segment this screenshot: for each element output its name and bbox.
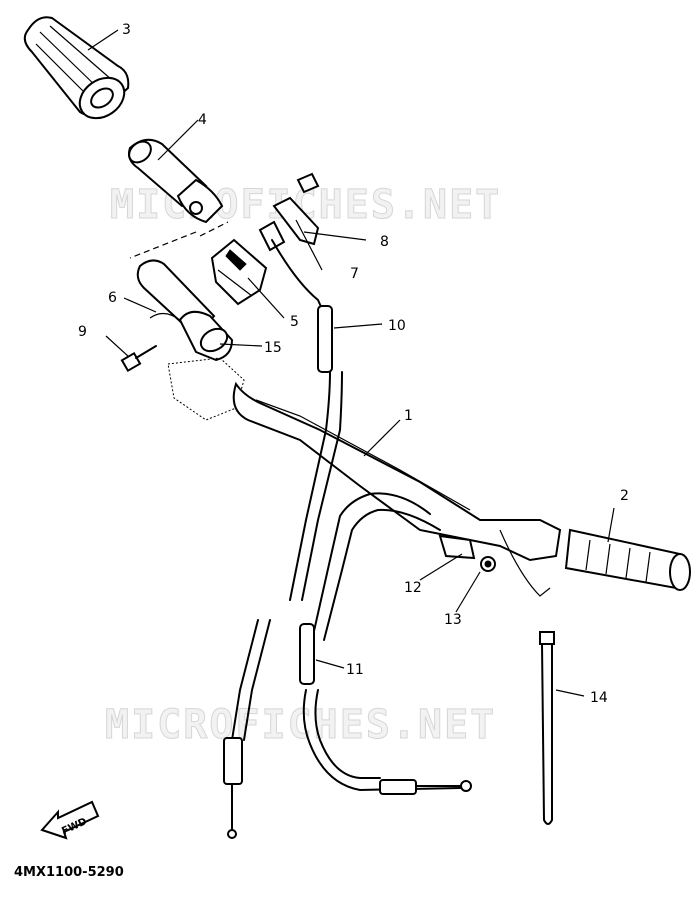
part-clutch-cable	[299, 492, 472, 795]
part-grip-left	[23, 16, 130, 120]
callout-9: 9	[78, 324, 87, 340]
callout-1: 1	[404, 408, 413, 424]
callout-2: 2	[620, 488, 629, 504]
part-code: 4MX1100-5290	[14, 865, 124, 880]
part-throttle-tube	[128, 138, 224, 224]
callout-5: 5	[290, 314, 299, 330]
assembly-dash-line	[129, 221, 229, 259]
callout-13: 13	[444, 612, 462, 628]
callout-6: 6	[108, 290, 117, 306]
part-screw	[120, 345, 157, 373]
callout-3: 3	[122, 22, 131, 38]
callout-15: 15	[264, 340, 282, 356]
callout-4: 4	[198, 112, 207, 128]
callout-7: 7	[350, 266, 359, 282]
callout-11: 11	[346, 662, 364, 678]
part-throttle-housing	[210, 238, 268, 306]
part-handlebar-left-end	[136, 259, 245, 421]
callout-10: 10	[388, 318, 406, 334]
callout-14: 14	[590, 690, 608, 706]
part-cable-tie	[539, 631, 555, 825]
callout-8: 8	[380, 234, 389, 250]
callout-12: 12	[404, 580, 422, 596]
part-throttle-cable	[223, 239, 343, 839]
part-handlebar	[232, 381, 562, 597]
callout-leaders	[87, 29, 615, 697]
watermark-bottom: MICROFICHES.NET	[105, 702, 496, 748]
part-grip-right	[564, 528, 691, 591]
part-clutch-perch	[438, 534, 496, 572]
fwd-arrow-icon: FWD	[40, 800, 100, 840]
